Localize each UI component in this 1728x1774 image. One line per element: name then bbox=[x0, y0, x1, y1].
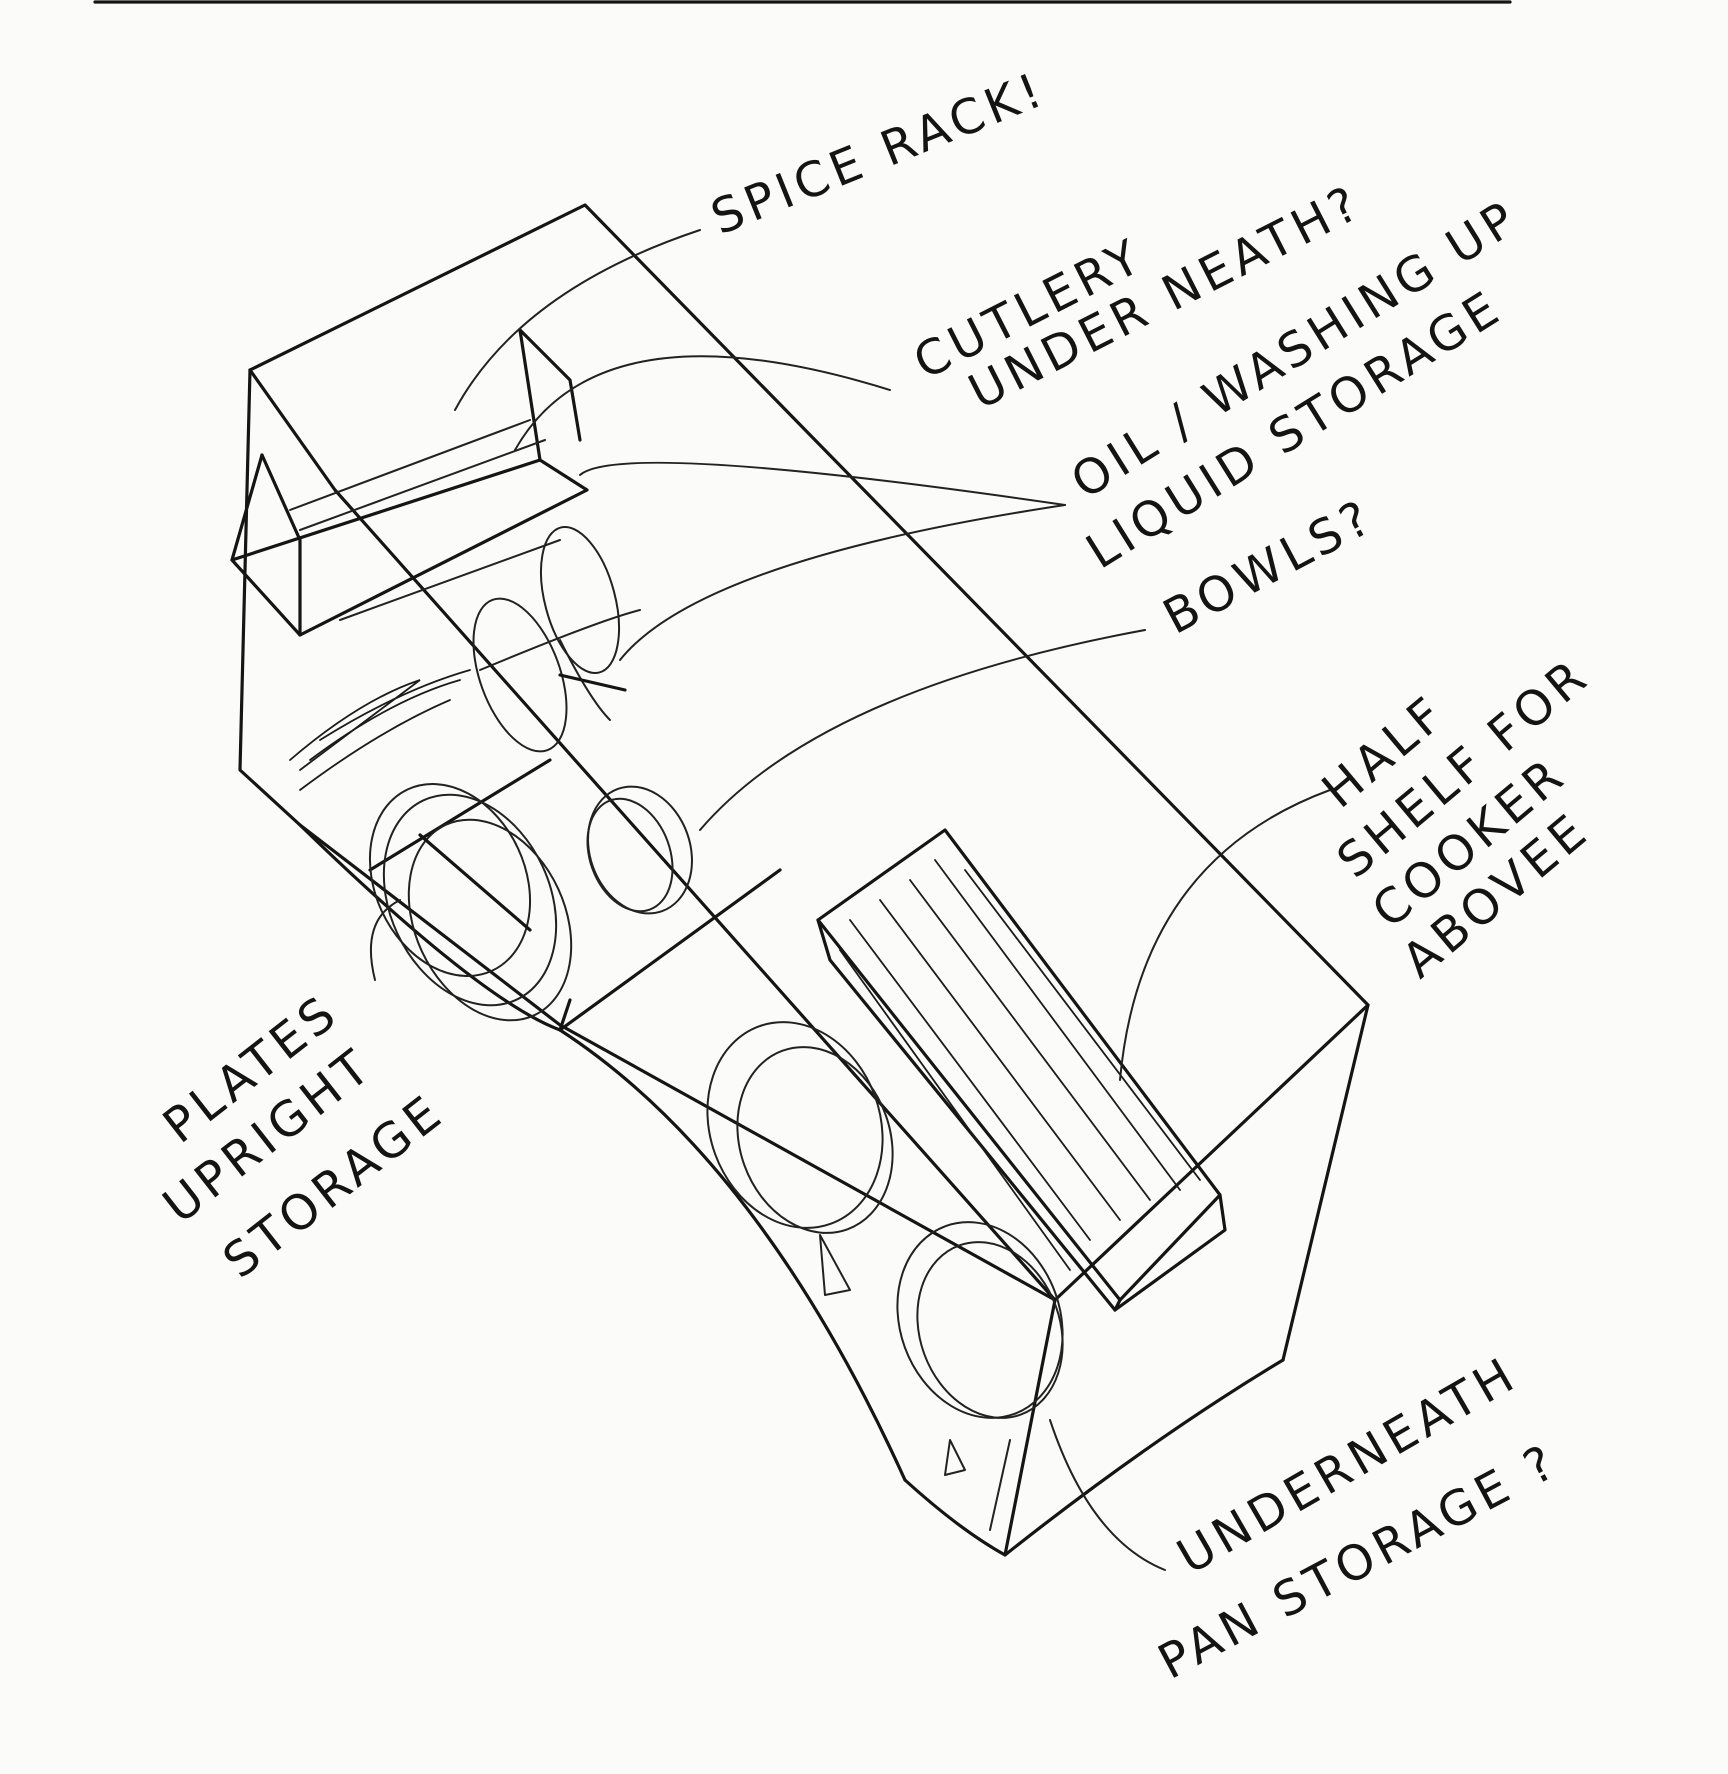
spice-rack bbox=[230, 328, 589, 637]
plates-upright bbox=[368, 782, 573, 1022]
label-spice-rack: SPICE RACK! bbox=[704, 61, 1054, 246]
cabinet-outline bbox=[238, 203, 1370, 1557]
half-shelf bbox=[816, 828, 1227, 1312]
pans-storage bbox=[706, 1021, 1064, 1531]
leader-lines bbox=[369, 229, 1331, 1571]
cutlery-drawer bbox=[289, 609, 641, 791]
oil-bottles bbox=[472, 525, 627, 753]
bowls-storage bbox=[368, 758, 693, 915]
